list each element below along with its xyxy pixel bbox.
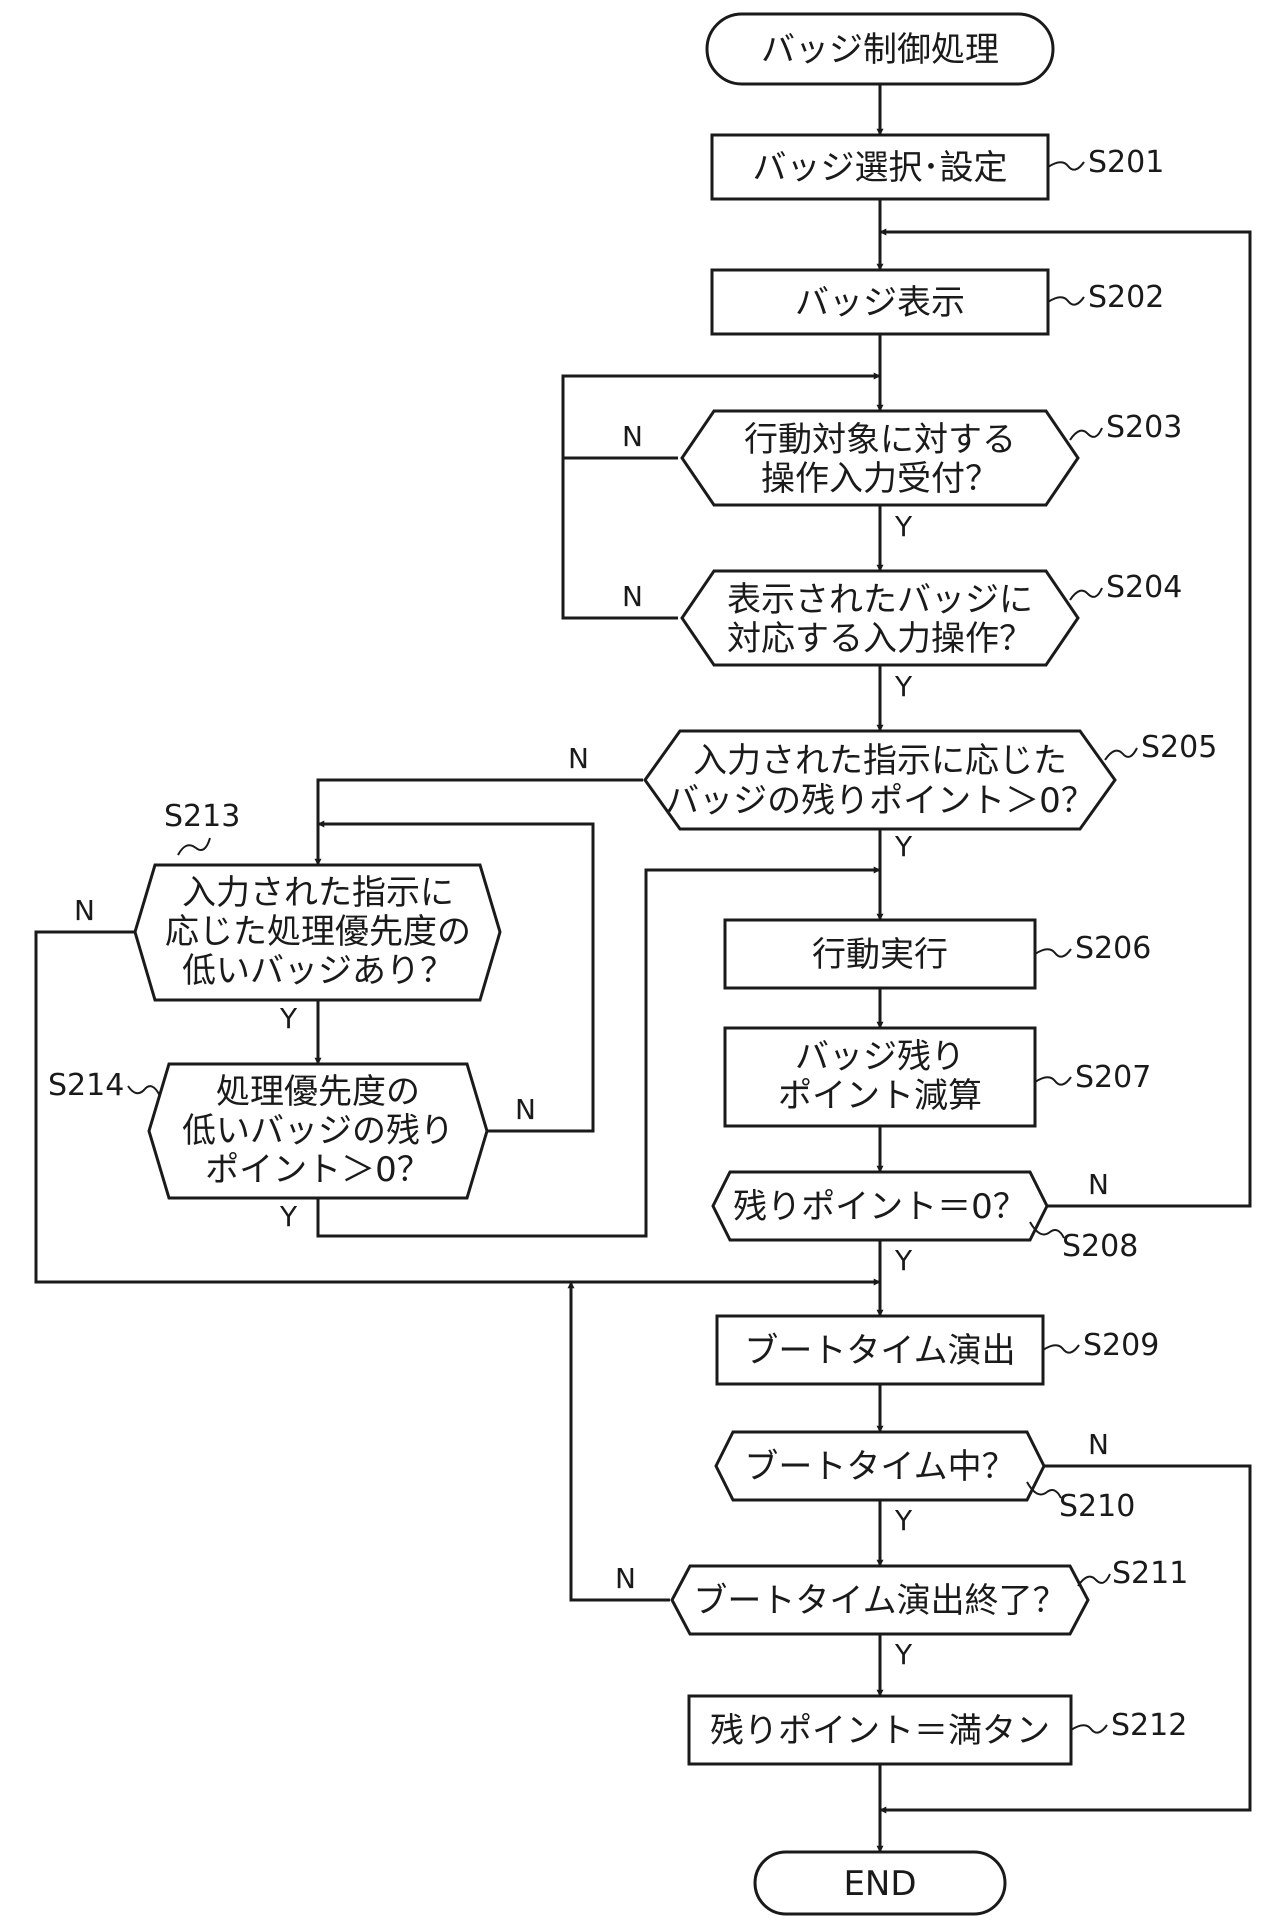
step-label-s203: S203 xyxy=(1106,410,1182,445)
process-s212: 残りポイント＝満タン xyxy=(687,1694,1073,1766)
branch-no-s214: N xyxy=(515,1093,536,1126)
node-label: バッジ制御処理 xyxy=(761,30,999,70)
branch-no-s213: N xyxy=(74,894,95,927)
edge-s208-no xyxy=(879,228,1252,1208)
leader-s202 xyxy=(1047,296,1085,306)
branch-no-s204: N xyxy=(622,580,643,613)
step-label-s208: S208 xyxy=(1062,1229,1138,1264)
node-label: 入力された指示に応じた xyxy=(693,741,1067,781)
step-label-s202: S202 xyxy=(1088,280,1164,315)
nodes: バッジ制御処理 バッジ選択･設定 バッジ表示 行動対象に対する 操作入力受付？ … xyxy=(133,12,1117,1916)
step-label-s207: S207 xyxy=(1075,1060,1151,1095)
node-label: ポイント＞0？ xyxy=(205,1150,431,1190)
leader-s207 xyxy=(1034,1076,1072,1086)
node-label: 処理優先度の xyxy=(216,1072,420,1112)
decision-s204: 表示されたバッジに 対応する入力操作？ xyxy=(680,569,1080,667)
step-label-s206: S206 xyxy=(1075,931,1151,966)
node-label: 行動実行 xyxy=(812,935,948,975)
edge-s214-no xyxy=(317,820,595,1133)
node-label: バッジ選択･設定 xyxy=(753,148,1008,188)
branch-no-s211: N xyxy=(615,1562,636,1595)
step-label-s204: S204 xyxy=(1106,570,1182,605)
step-label-s211: S211 xyxy=(1112,1556,1188,1591)
decision-s211: ブートタイム演出終了？ xyxy=(670,1564,1090,1636)
step-label-s205: S205 xyxy=(1141,730,1217,765)
node-label: バッジ残り xyxy=(795,1037,965,1077)
leader-s205 xyxy=(1104,747,1138,761)
process-s202: バッジ表示 xyxy=(710,268,1050,336)
node-label: 対応する入力操作？ xyxy=(727,619,1033,659)
decision-s213: 入力された指示に 応じた処理優先度の 低いバッジあり？ xyxy=(133,863,502,1002)
leader-s214 xyxy=(127,1085,161,1097)
leader-s204 xyxy=(1069,587,1103,601)
decision-s210: ブートタイム中？ xyxy=(714,1430,1046,1502)
leader-s210 xyxy=(1026,1481,1062,1499)
leader-s203 xyxy=(1069,427,1103,441)
leader-s209 xyxy=(1042,1344,1080,1354)
branch-yes-s213: Y xyxy=(279,1002,298,1035)
edge-s205-no xyxy=(314,778,643,866)
node-label: 低いバッジの残り xyxy=(182,1111,454,1151)
node-label: 入力された指示に xyxy=(182,873,454,913)
node-label: ポイント減算 xyxy=(778,1076,982,1116)
leader-s212 xyxy=(1070,1724,1108,1734)
end-terminator: END xyxy=(753,1850,1007,1916)
node-label: バッジ表示 xyxy=(795,283,965,323)
node-label: END xyxy=(843,1864,916,1904)
branch-yes-s214: Y xyxy=(279,1200,298,1233)
process-s201: バッジ選択･設定 xyxy=(710,133,1050,201)
edge-s214-yes xyxy=(316,866,881,1238)
branch-labels: Y N Y N Y N Y N Y N Y N Y N Y N xyxy=(74,420,1109,1671)
node-label: ブートタイム中？ xyxy=(744,1447,1015,1487)
step-label-s214: S214 xyxy=(48,1068,124,1103)
node-label: 行動対象に対する xyxy=(744,420,1016,460)
connectors xyxy=(34,84,1252,1853)
leader-s208 xyxy=(1029,1221,1065,1239)
node-label: ブートタイム演出終了？ xyxy=(693,1581,1066,1621)
leader-s201 xyxy=(1047,161,1085,171)
node-label: 表示されたバッジに xyxy=(727,580,1033,620)
step-labels: S201 S202 S203 S204 S205 S206 S207 S208 … xyxy=(48,145,1217,1743)
branch-no-s205: N xyxy=(568,742,589,775)
node-label: 残りポイント＝0？ xyxy=(733,1187,1027,1227)
edge-s211-no xyxy=(567,1281,670,1602)
branch-yes-s203: Y xyxy=(894,510,913,543)
branch-yes-s210: Y xyxy=(894,1504,913,1537)
process-s206: 行動実行 xyxy=(723,918,1037,990)
decision-s214: 処理優先度の 低いバッジの残り ポイント＞0？ xyxy=(147,1062,489,1200)
branch-no-s210: N xyxy=(1088,1428,1109,1461)
node-label: 応じた処理優先度の xyxy=(165,912,471,952)
process-s207: バッジ残り ポイント減算 xyxy=(723,1026,1037,1128)
edge-s213-no xyxy=(34,930,881,1286)
step-label-s210: S210 xyxy=(1059,1489,1135,1524)
node-label: 低いバッジあり？ xyxy=(182,951,454,991)
node-label: 残りポイント＝満タン xyxy=(710,1711,1050,1751)
step-label-s201: S201 xyxy=(1088,145,1164,180)
branch-yes-s211: Y xyxy=(894,1638,913,1671)
decision-s208: 残りポイント＝0？ xyxy=(711,1170,1049,1242)
process-s209: ブートタイム演出 xyxy=(715,1314,1045,1386)
step-label-s213: S213 xyxy=(164,799,240,834)
branch-no-s208: N xyxy=(1088,1168,1109,1201)
node-label: ブートタイム演出 xyxy=(744,1331,1015,1371)
decision-s205: 入力された指示に応じた バッジの残りポイント＞0？ xyxy=(643,729,1117,831)
branch-yes-s204: Y xyxy=(894,670,913,703)
leader-s213 xyxy=(177,837,211,856)
edge-s204-no-loop xyxy=(561,372,881,620)
node-label: 操作入力受付？ xyxy=(761,459,999,499)
leader-s211 xyxy=(1077,1573,1111,1587)
decision-s203: 行動対象に対する 操作入力受付？ xyxy=(680,409,1080,507)
start-terminator: バッジ制御処理 xyxy=(705,12,1055,86)
branch-yes-s208: Y xyxy=(894,1244,913,1277)
edge-s210-no xyxy=(879,1464,1252,1814)
leader-s206 xyxy=(1034,948,1072,958)
node-label: バッジの残りポイント＞0？ xyxy=(665,781,1095,821)
step-label-s209: S209 xyxy=(1083,1328,1159,1363)
branch-yes-s205: Y xyxy=(894,830,913,863)
branch-no-s203: N xyxy=(622,420,643,453)
step-label-s212: S212 xyxy=(1111,1708,1187,1743)
